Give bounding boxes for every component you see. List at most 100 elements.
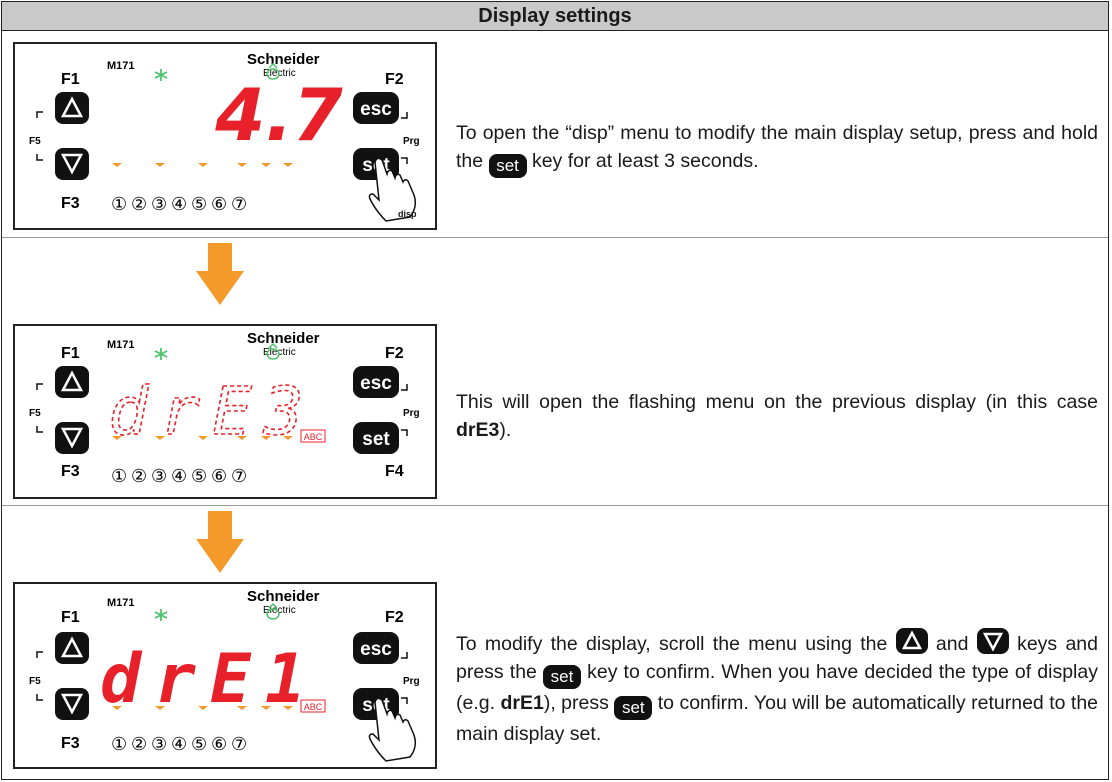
f4-label: F4 — [385, 463, 404, 480]
svg-text:③: ③ — [151, 734, 167, 755]
svg-text:④: ④ — [171, 466, 187, 487]
down-arrow-icon — [982, 632, 1003, 652]
down-key[interactable] — [55, 688, 89, 720]
model-label: M171 — [107, 60, 135, 72]
f2-label: F2 — [385, 71, 404, 88]
down-arrow-icon — [60, 427, 84, 449]
controller-panel-1: M171 Schneider Electric F1 F2 F3 F4 F5 P… — [13, 42, 437, 230]
model-label: M171 — [107, 597, 135, 609]
up-arrow-icon — [60, 370, 84, 392]
defrost-icon — [266, 62, 280, 80]
set-key-inline: set — [488, 154, 527, 178]
down-key-inline — [976, 628, 1009, 654]
svg-text:②: ② — [131, 466, 147, 487]
svg-text:②: ② — [131, 194, 147, 215]
svg-text:⑥: ⑥ — [211, 734, 227, 755]
main-display: 4.7 — [214, 73, 343, 157]
display-value: drE1 — [100, 640, 320, 719]
pressing-hand-icon: disp — [368, 157, 417, 222]
prg-label: Prg — [403, 136, 420, 147]
display-code: drE3 — [456, 419, 500, 441]
svg-text:⑦: ⑦ — [231, 466, 247, 487]
snowflake-icon — [154, 609, 168, 621]
svg-text:disp: disp — [398, 209, 417, 219]
svg-text:⑦: ⑦ — [231, 734, 247, 755]
defrost-icon — [266, 602, 280, 620]
svg-text:⑤: ⑤ — [191, 194, 207, 215]
display-value-flashing: drE3 — [109, 373, 316, 450]
up-arrow-icon — [901, 630, 922, 650]
brand-sub: Electric — [263, 605, 296, 616]
brand-name: Schneider — [247, 588, 320, 605]
f2-label: F2 — [385, 345, 404, 362]
f2-label: F2 — [385, 609, 404, 626]
down-arrow-icon — [60, 693, 84, 715]
display-value: 4.7 — [214, 73, 343, 157]
model-label: M171 — [107, 339, 135, 351]
esc-key[interactable] — [353, 92, 399, 124]
prg-label: Prg — [403, 408, 420, 419]
svg-text:ABC: ABC — [304, 432, 323, 442]
svg-text:⑤: ⑤ — [191, 734, 207, 755]
status-leds — [112, 436, 293, 440]
snowflake-icon — [154, 348, 168, 360]
set-key-inline: set — [543, 665, 581, 689]
step-3-description: To modify the display, scroll the menu u… — [456, 628, 1098, 748]
brand-name: Schneider — [247, 330, 320, 347]
pressing-hand-icon — [368, 697, 417, 762]
svg-text:⑥: ⑥ — [211, 466, 227, 487]
esc-key[interactable] — [353, 632, 399, 664]
row-divider — [2, 505, 1108, 506]
down-flow-arrow — [196, 511, 244, 573]
svg-text:ABC: ABC — [304, 702, 323, 712]
f3-label: F3 — [61, 735, 80, 752]
f3-label: F3 — [61, 463, 80, 480]
svg-text:②: ② — [131, 734, 147, 755]
up-key-inline — [895, 628, 928, 654]
row-divider — [2, 237, 1108, 238]
svg-text:⑥: ⑥ — [211, 194, 227, 215]
esc-key[interactable] — [353, 366, 399, 398]
step-1-description: To open the “disp” menu to modify the ma… — [456, 119, 1098, 178]
brand-name: Schneider — [247, 51, 320, 68]
set-key-inline: set — [614, 696, 653, 720]
svg-text:⑦: ⑦ — [231, 194, 247, 215]
esc-key-label: esc — [360, 639, 392, 660]
svg-text:①: ① — [111, 194, 127, 215]
abc-indicator — [300, 429, 326, 443]
up-arrow-icon — [60, 636, 84, 658]
set-key-label: set — [362, 429, 390, 450]
down-key[interactable] — [55, 422, 89, 454]
status-leds — [112, 163, 293, 167]
f3-label: F3 — [61, 195, 80, 212]
esc-key-label: esc — [360, 373, 392, 394]
f5-label: F5 — [29, 408, 41, 419]
f5-label: F5 — [29, 136, 41, 147]
step-2-description: This will open the flashing menu on the … — [456, 391, 1098, 441]
f5-label: F5 — [29, 676, 41, 687]
svg-text:③: ③ — [151, 466, 167, 487]
down-arrow-icon — [60, 153, 84, 175]
esc-key-label: esc — [360, 99, 392, 120]
controller-panel-3: M171 Schneider Electric F1 F2 F3 F4 F5 P… — [13, 582, 437, 769]
down-key[interactable] — [55, 148, 89, 180]
set-key[interactable] — [353, 422, 399, 454]
svg-text:③: ③ — [151, 194, 167, 215]
snowflake-icon — [154, 69, 168, 81]
svg-text:①: ① — [111, 466, 127, 487]
abc-indicator — [300, 699, 326, 713]
f1-label: F1 — [61, 609, 80, 626]
section-header: Display settings — [2, 2, 1108, 31]
up-arrow-icon — [60, 96, 84, 118]
svg-text:④: ④ — [171, 194, 187, 215]
f1-label: F1 — [61, 345, 80, 362]
display-code: drE1 — [500, 692, 544, 714]
down-flow-arrow — [196, 243, 244, 305]
controller-panel-2: M171 Schneider Electric F1 F2 F3 F4 F5 P… — [13, 324, 437, 499]
f1-label: F1 — [61, 71, 80, 88]
svg-text:①: ① — [111, 734, 127, 755]
